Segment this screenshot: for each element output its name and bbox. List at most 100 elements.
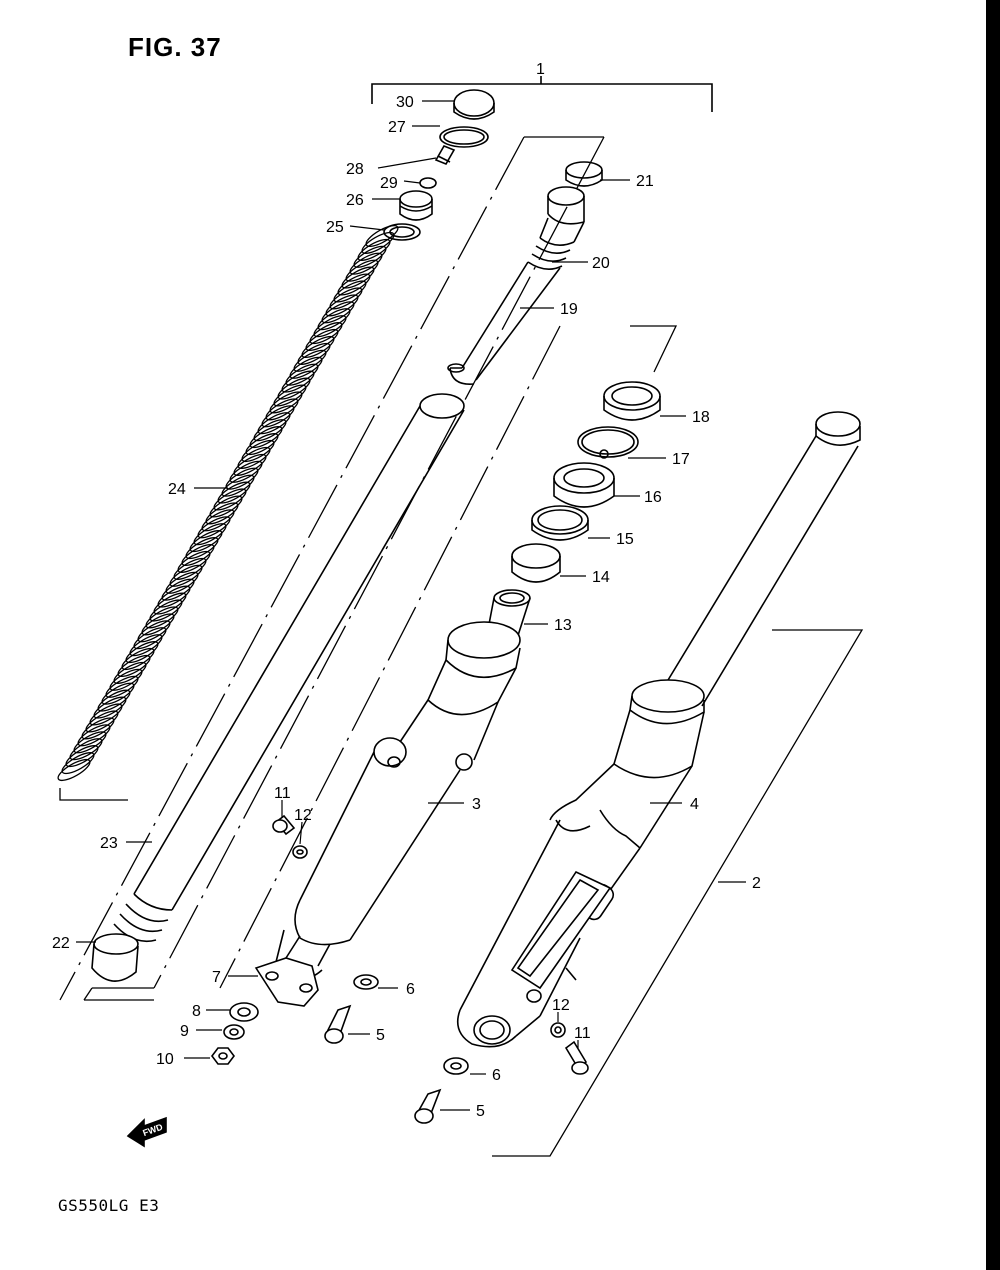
bolt-11-left	[272, 814, 296, 836]
spring-coil	[313, 315, 347, 338]
callout-17: 17	[672, 451, 690, 468]
inner-assembly-boundary	[59, 136, 605, 1001]
callout-28: 28	[346, 161, 364, 178]
spring-coil	[209, 495, 243, 518]
spring-coil	[361, 231, 395, 254]
spring-coil	[221, 474, 255, 497]
spring-coil	[333, 280, 367, 303]
spring-coil	[117, 654, 151, 678]
spring-coil	[357, 238, 391, 261]
fork-leg-4	[456, 411, 861, 1048]
washer-12-left	[292, 845, 308, 859]
spring-coil	[61, 752, 95, 775]
callout-27: 27	[388, 119, 406, 136]
callout-13: 13	[554, 617, 572, 634]
callout-6-left: 6	[406, 981, 415, 998]
spring-coil	[129, 634, 163, 657]
callout-19: 19	[560, 301, 578, 318]
callout-3: 3	[472, 796, 481, 813]
callout-30: 30	[396, 94, 414, 111]
callout-8: 8	[192, 1003, 201, 1020]
callout-16: 16	[644, 489, 662, 506]
valve-28	[434, 144, 456, 166]
callout-15: 15	[616, 531, 634, 548]
spring-coil	[281, 370, 315, 393]
callout-11-right: 11	[574, 1025, 591, 1042]
washer-25	[383, 223, 421, 241]
outer-tube-3	[275, 589, 531, 980]
spring-coil	[169, 564, 203, 587]
spring-coil	[317, 308, 351, 331]
spring-coil	[77, 724, 111, 747]
spring-coil	[229, 460, 263, 483]
stopper-ring-17	[577, 426, 639, 459]
fork-spring-24	[57, 224, 399, 782]
callout-22: 22	[52, 935, 70, 952]
spring-coil	[93, 696, 127, 719]
callout-1: 1	[536, 61, 545, 78]
dust-seal-18	[603, 381, 661, 421]
spring-coil	[289, 356, 323, 379]
spring-coil	[305, 328, 339, 352]
lock-washer-9	[223, 1024, 245, 1040]
cap-30	[453, 89, 495, 120]
spring-coil	[185, 537, 219, 560]
callout-24: 24	[168, 481, 186, 498]
spring-coil	[153, 592, 187, 615]
spring-coil	[69, 738, 103, 761]
callout-25: 25	[326, 219, 344, 236]
callout-9: 9	[180, 1023, 189, 1040]
callout-29: 29	[380, 175, 398, 192]
washer-8	[229, 1002, 259, 1022]
spring-coil	[309, 322, 343, 345]
callout-2: 2	[752, 875, 761, 892]
figure-title: FIG. 37	[128, 32, 222, 62]
spring-coil	[165, 571, 199, 594]
callout-5-left: 5	[376, 1027, 385, 1044]
nut-10	[211, 1047, 235, 1065]
bolt-11-right	[564, 1040, 589, 1075]
callout-18: 18	[692, 409, 710, 426]
spring-coil	[277, 377, 311, 400]
spring-coil	[285, 363, 319, 386]
spring-coil	[149, 599, 183, 622]
stud-bolt-5-left	[324, 1004, 352, 1044]
spring-coil	[193, 523, 227, 546]
spring-coil	[57, 758, 91, 782]
inner-tube-23	[113, 393, 465, 943]
fwd-arrow-icon	[126, 1116, 167, 1148]
spring-bracket	[59, 788, 128, 801]
spring-coil	[101, 682, 135, 705]
spring-coil	[113, 661, 147, 684]
spring-seat-26	[399, 190, 433, 221]
assembly-bracket-1	[371, 76, 713, 112]
spring-coil	[217, 481, 251, 504]
spring-coil	[349, 252, 383, 275]
spring-coil	[133, 627, 167, 650]
spring-coil	[85, 710, 119, 733]
spring-coil	[197, 516, 231, 539]
oil-lock-piece-13	[499, 592, 525, 604]
callout-6-right: 6	[492, 1067, 501, 1084]
spring-coil	[245, 433, 279, 456]
callout-7: 7	[212, 969, 221, 986]
spring-coil	[325, 294, 359, 317]
spring-coil	[125, 641, 159, 664]
page-edge-bar	[986, 0, 1000, 1270]
spring-coil	[65, 745, 99, 768]
spring-coil	[161, 578, 195, 601]
spring-coil	[341, 266, 375, 289]
spring-coil	[337, 273, 371, 296]
spring-coil	[329, 287, 363, 310]
o-ring-27	[439, 126, 489, 148]
spring-coil	[249, 426, 283, 449]
spring-coil	[213, 488, 247, 511]
spring-coil	[293, 349, 327, 372]
stud-bolt-5-right	[414, 1088, 442, 1124]
spring-coil	[253, 419, 287, 442]
spring-coil	[97, 689, 131, 712]
outer-tube-3-boundary	[219, 325, 678, 989]
spring-coil	[189, 530, 223, 553]
